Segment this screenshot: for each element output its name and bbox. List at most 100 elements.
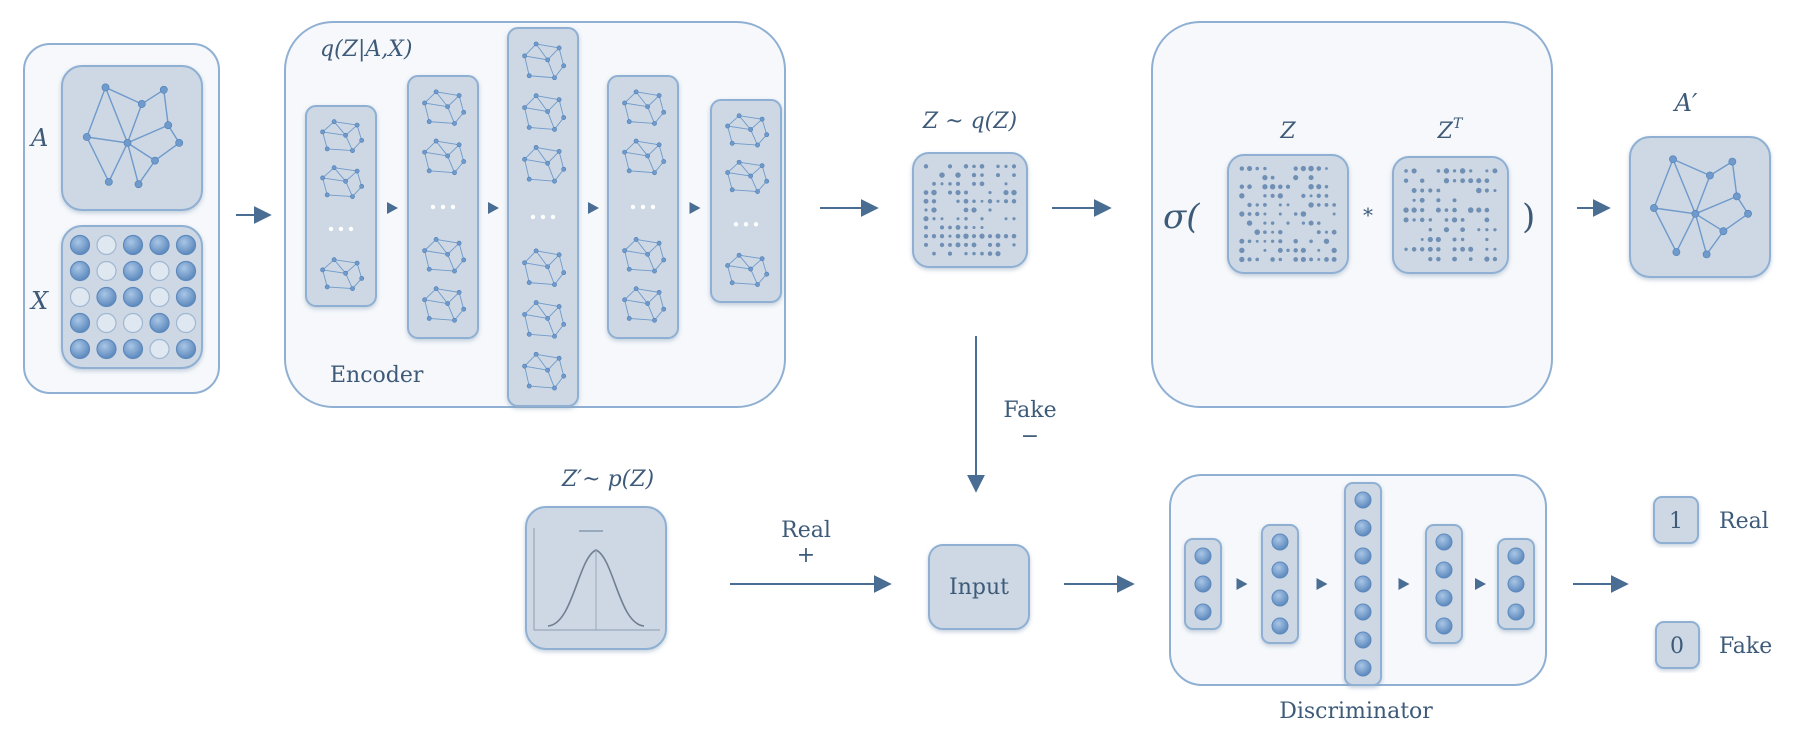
matrix-dot bbox=[972, 199, 976, 204]
input-node-box bbox=[928, 544, 1030, 630]
feature-cell-filled bbox=[122, 338, 144, 360]
graph-node bbox=[755, 142, 760, 148]
latent-matrix-tile bbox=[912, 152, 1028, 268]
matrix-dot bbox=[1477, 228, 1481, 232]
graph-edge bbox=[739, 254, 763, 260]
matrix-dot bbox=[964, 225, 968, 230]
graph-edge bbox=[629, 268, 655, 272]
matrix-dot bbox=[1443, 227, 1450, 233]
graph-node bbox=[556, 97, 562, 103]
matrix-dot bbox=[1323, 238, 1330, 244]
graph-edge bbox=[750, 165, 763, 177]
graph-edge bbox=[458, 292, 465, 310]
matrix-dot bbox=[979, 233, 985, 239]
graph-edge bbox=[322, 269, 328, 288]
matrix-dot bbox=[987, 251, 993, 256]
graph-node bbox=[359, 275, 365, 281]
matrix-dot bbox=[1468, 178, 1474, 184]
graph-node bbox=[748, 266, 753, 272]
fake-edge-sign: − bbox=[1021, 424, 1039, 449]
ellipsis-dot bbox=[348, 226, 354, 232]
graph-node bbox=[533, 248, 539, 254]
adjacency-graph bbox=[82, 83, 184, 189]
graph-edge bbox=[738, 254, 751, 270]
graph-edge bbox=[654, 161, 665, 173]
matrix-dot bbox=[972, 225, 976, 229]
graph-edge bbox=[636, 288, 660, 293]
matrix-dot bbox=[1011, 189, 1017, 196]
features-label: X bbox=[29, 287, 49, 315]
graph-edge bbox=[322, 167, 335, 179]
graph-edge bbox=[547, 266, 555, 285]
graph-node bbox=[755, 282, 760, 287]
matrix-dot bbox=[1493, 188, 1497, 193]
matrix-dot bbox=[1460, 227, 1465, 233]
graph-node bbox=[552, 333, 557, 339]
graph-node bbox=[1650, 204, 1658, 212]
graph-edge bbox=[547, 111, 555, 130]
graph-node bbox=[461, 159, 467, 164]
neuron bbox=[1435, 561, 1453, 579]
feature-cell-filled bbox=[149, 312, 170, 334]
graph-edge bbox=[547, 254, 560, 268]
matrix-dot bbox=[1255, 239, 1259, 243]
encoder-layer-arrow bbox=[387, 202, 398, 214]
neuron bbox=[1354, 603, 1372, 621]
matrix-dot bbox=[1452, 256, 1457, 262]
matrix-dot bbox=[1427, 236, 1433, 243]
matrix-dot bbox=[1300, 247, 1306, 253]
graph-edge bbox=[429, 268, 455, 272]
decoder-panel: σ( Z * ZT ) bbox=[1151, 21, 1553, 408]
graph-edge bbox=[635, 140, 648, 157]
graph-edge bbox=[554, 324, 565, 337]
graph-edge bbox=[322, 131, 346, 136]
discriminator-layer bbox=[1261, 524, 1299, 644]
graph-node bbox=[320, 129, 325, 135]
matrix-dot bbox=[1316, 221, 1321, 225]
matrix-dot bbox=[1011, 199, 1017, 204]
graph-node bbox=[652, 170, 657, 176]
graph-node bbox=[656, 289, 662, 295]
graph-edge bbox=[137, 160, 156, 185]
matrix-dot bbox=[1436, 247, 1441, 252]
graph-edge bbox=[529, 178, 555, 182]
ellipsis-dot bbox=[640, 204, 646, 210]
matrix-dot bbox=[1263, 194, 1267, 198]
matrix-dot bbox=[1316, 203, 1321, 207]
graph-edge bbox=[750, 118, 763, 130]
graph-node bbox=[350, 148, 355, 153]
matrix-dot bbox=[995, 173, 1001, 178]
graph-edge bbox=[635, 91, 648, 108]
graph-edge bbox=[750, 129, 758, 146]
matrix-dot bbox=[1316, 193, 1321, 198]
graph-edge bbox=[524, 353, 537, 367]
graph-edge bbox=[535, 250, 548, 267]
matrix-dot bbox=[1278, 184, 1283, 189]
graph-node bbox=[445, 153, 450, 159]
graph-edge bbox=[524, 107, 530, 128]
graph-edge bbox=[141, 89, 165, 105]
graph-node bbox=[545, 367, 550, 373]
graph-edge bbox=[547, 357, 560, 371]
matrix-dot bbox=[1263, 203, 1267, 207]
graph-node bbox=[134, 180, 143, 189]
feature-cell-empty bbox=[69, 286, 91, 308]
graph-node bbox=[354, 260, 360, 266]
matrix-dot bbox=[955, 225, 961, 230]
matrix-dot bbox=[1460, 217, 1465, 222]
graph-node bbox=[622, 297, 627, 303]
matrix-dot bbox=[947, 190, 953, 195]
graph-node bbox=[522, 53, 527, 59]
graph-node bbox=[1672, 248, 1681, 256]
graph-node bbox=[661, 159, 667, 164]
graph-node bbox=[552, 178, 557, 184]
graph-node bbox=[626, 266, 632, 272]
graph-edge bbox=[105, 86, 143, 105]
graph-edge bbox=[333, 167, 346, 182]
matrix-dot bbox=[1452, 247, 1457, 252]
graph-edge bbox=[558, 358, 565, 377]
reconstruction-tile bbox=[1629, 136, 1771, 278]
graph-edge bbox=[436, 288, 460, 293]
graph-edge bbox=[345, 135, 353, 151]
graph-edge bbox=[524, 302, 537, 315]
